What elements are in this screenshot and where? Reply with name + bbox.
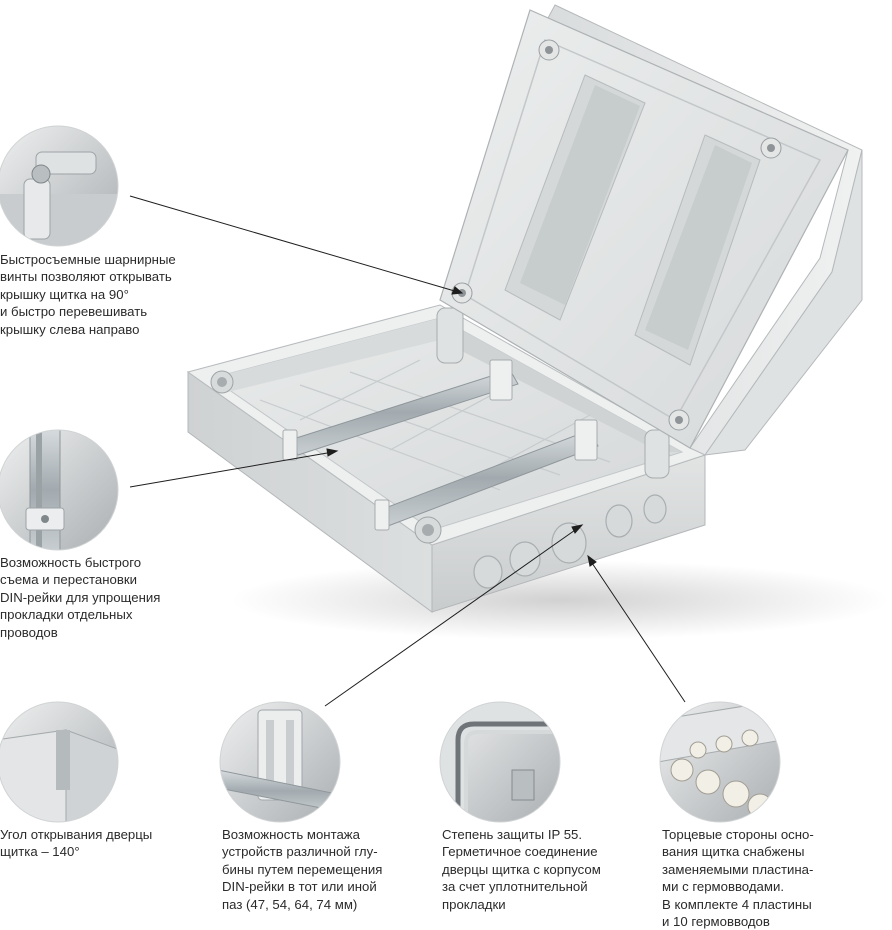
door-angle-closeup-icon (0, 701, 119, 823)
gasket-closeup-icon (439, 701, 561, 823)
caption-ip55: Степень защиты IP 55.Герметичное соедине… (442, 827, 601, 912)
caption-cable-glands: Торцевые стороны осно-вания щитка снабже… (662, 827, 814, 930)
din-rail-closeup-icon (0, 429, 119, 551)
rail-depth-closeup-icon (219, 701, 341, 823)
cable-gland-closeup-icon (659, 701, 781, 823)
hinge-closeup-icon (0, 125, 119, 247)
